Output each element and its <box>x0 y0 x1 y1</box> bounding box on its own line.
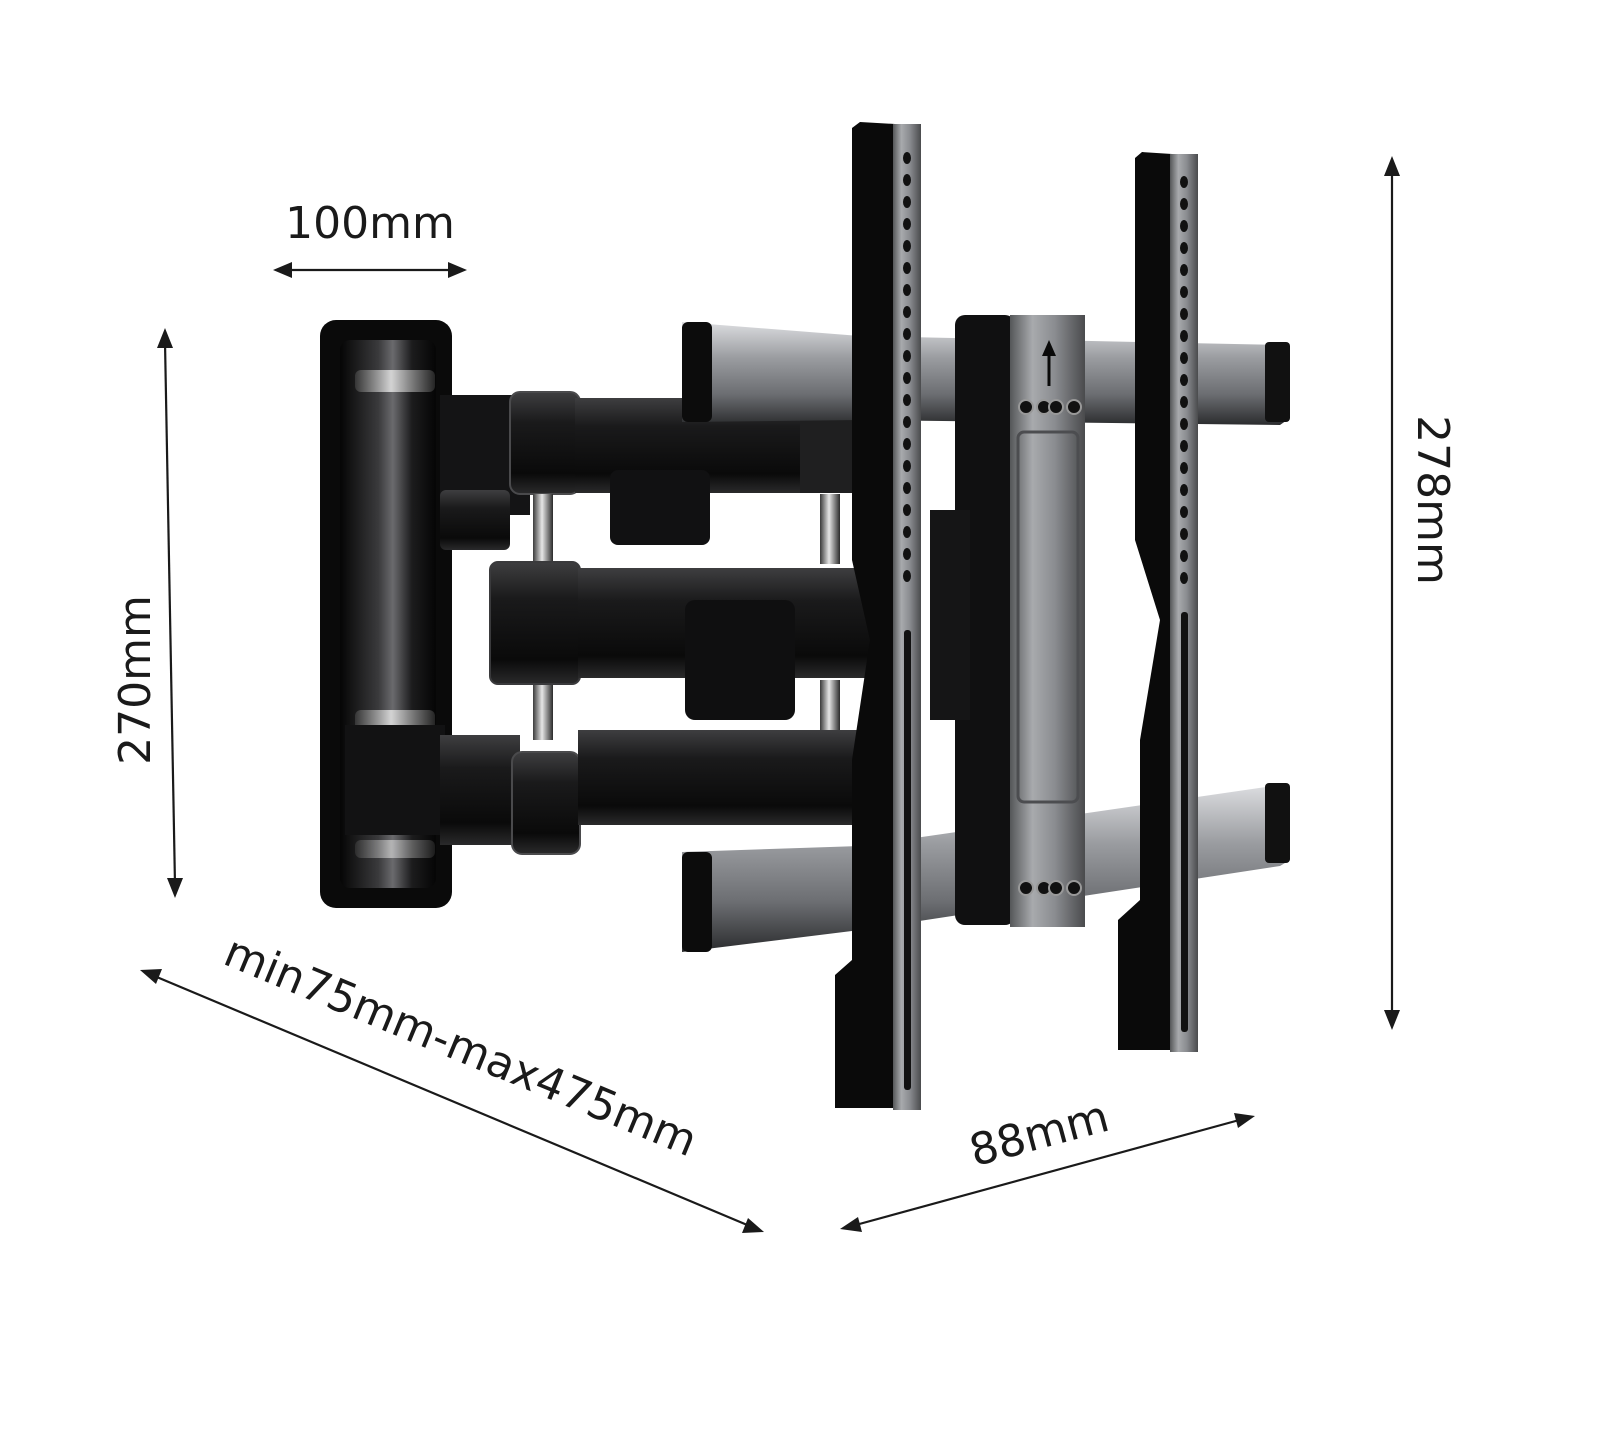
mounting-hole <box>1180 264 1188 276</box>
mounting-hole <box>1180 440 1188 452</box>
mounting-hole <box>903 372 911 384</box>
mounting-hole <box>1180 418 1188 430</box>
mounting-hole <box>903 350 911 362</box>
mounting-hole <box>1180 176 1188 188</box>
mounting-hole <box>1180 286 1188 298</box>
mounting-holes-right <box>1180 176 1188 584</box>
mounting-hole <box>1180 506 1188 518</box>
label-wall-plate-width: 100mm <box>285 198 455 249</box>
dim-extension-range: min75mm-max475mm <box>140 926 764 1233</box>
pivot-post-right-lower <box>820 680 840 730</box>
mounting-hole <box>1180 462 1188 474</box>
mount-illustration <box>320 122 1290 1110</box>
mounting-hole <box>903 196 911 208</box>
mounting-hole <box>903 262 911 274</box>
mounting-hole <box>903 218 911 230</box>
label-tv-bracket-height: 278mm <box>1407 415 1458 585</box>
mounting-hole <box>903 284 911 296</box>
pivot-post-right <box>820 494 840 564</box>
mounting-hole <box>903 460 911 472</box>
mounting-hole <box>1180 572 1188 584</box>
adjust-slot-right <box>1181 612 1188 1032</box>
mounting-hole <box>903 482 911 494</box>
mounting-hole <box>1180 528 1188 540</box>
lower-arm <box>345 725 858 855</box>
mounting-hole <box>1180 242 1188 254</box>
mounting-hole <box>903 174 911 186</box>
mounting-hole <box>1180 198 1188 210</box>
center-tilt-plate <box>930 315 1085 927</box>
mounting-holes-left <box>903 152 911 582</box>
screw-icon <box>1018 399 1082 896</box>
mounting-hole <box>903 394 911 406</box>
mounting-hole <box>1180 374 1188 386</box>
adjust-slot-left <box>904 630 911 1090</box>
mounting-hole <box>903 306 911 318</box>
pivot-post-left-lower <box>533 685 553 740</box>
mounting-hole <box>1180 352 1188 364</box>
mounting-hole <box>903 570 911 582</box>
mounting-hole <box>903 328 911 340</box>
pivot-post-left <box>533 494 553 564</box>
mounting-hole <box>903 438 911 450</box>
dim-wall-plate-width: 100mm <box>273 198 467 278</box>
dim-wall-plate-height: 270mm <box>110 328 183 898</box>
up-arrow-icon <box>1042 340 1056 386</box>
label-wall-plate-height: 270mm <box>110 595 161 765</box>
mounting-hole <box>1180 396 1188 408</box>
dim-tv-bracket-depth: 88mm <box>840 1091 1255 1232</box>
mounting-hole <box>903 240 911 252</box>
label-tv-bracket-depth: 88mm <box>964 1091 1114 1177</box>
mounting-hole <box>1180 220 1188 232</box>
dim-tv-bracket-height: 278mm <box>1384 156 1458 1030</box>
mounting-hole <box>1180 308 1188 320</box>
mounting-hole <box>903 504 911 516</box>
label-extension-range: min75mm-max475mm <box>217 926 704 1167</box>
mounting-hole <box>903 526 911 538</box>
mounting-hole <box>1180 330 1188 342</box>
mounting-hole <box>903 152 911 164</box>
mounting-hole <box>1180 484 1188 496</box>
mounting-hole <box>1180 550 1188 562</box>
mounting-hole <box>903 416 911 428</box>
mounting-hole <box>903 548 911 560</box>
